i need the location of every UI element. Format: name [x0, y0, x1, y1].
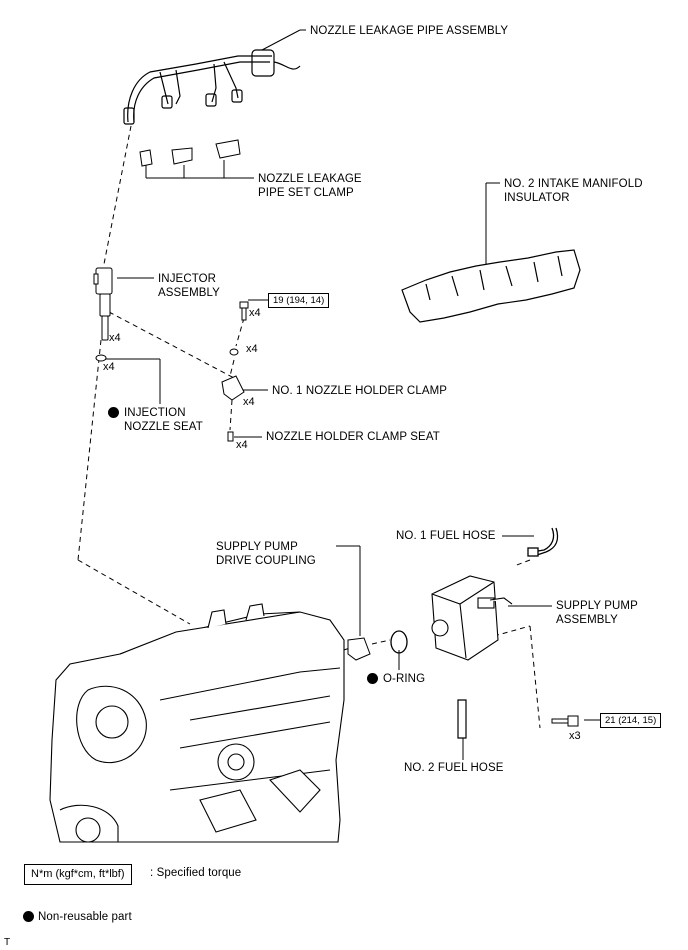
- supply-pump-assembly: [431, 575, 513, 661]
- intake-manifold-insulator: [401, 249, 581, 323]
- legend-non-reusable-mark: [23, 911, 34, 922]
- torque-clamp-bolt: 19 (194, 14): [268, 293, 330, 308]
- label-o-ring: O-RING: [383, 673, 426, 685]
- non-reusable-mark-nozzle-seat: [108, 407, 119, 418]
- legend-torque-desc: : Specified torque: [150, 867, 242, 879]
- label-drive-coupling-line1: SUPPLY PUMP: [216, 541, 298, 553]
- qty-clamp: x4: [243, 396, 255, 408]
- torque-pump-bolt: 21 (214, 15): [600, 713, 662, 728]
- label-intake-insulator-line2: INSULATOR: [504, 192, 570, 204]
- qty-bolt: x4: [249, 307, 261, 319]
- legend-torque-box: N*m (kgf*cm, ft*lbf): [24, 864, 132, 885]
- clamp-bolt: [239, 301, 249, 321]
- pump-bolt: [551, 715, 579, 727]
- label-nozzle-leakage-pipe-assembly: NOZZLE LEAKAGE PIPE ASSEMBLY: [310, 25, 509, 37]
- engine-block: [49, 603, 345, 843]
- label-intake-insulator-line1: NO. 2 INTAKE MANIFOLD: [504, 178, 643, 190]
- fuel-hose-1: [527, 527, 559, 557]
- nozzle-leakage-pipe-assembly: [123, 49, 301, 125]
- non-reusable-mark-o-ring: [367, 673, 378, 684]
- label-fuel-hose-2: NO. 2 FUEL HOSE: [404, 762, 504, 774]
- washer: [229, 348, 239, 356]
- qty-washer: x4: [246, 343, 258, 355]
- label-supply-pump-line2: ASSEMBLY: [556, 614, 618, 626]
- injector-assembly: [93, 267, 113, 341]
- label-injector-line1: INJECTOR: [158, 273, 217, 285]
- label-nozzle-seat-line2: NOZZLE SEAT: [124, 421, 203, 433]
- pipe-set-clamps: [139, 139, 241, 167]
- legend-non-reusable-label: Non-reusable part: [38, 911, 132, 923]
- qty-pump-bolt: x3: [569, 730, 581, 742]
- qty-clamp-seat: x4: [236, 439, 248, 451]
- label-supply-pump-line1: SUPPLY PUMP: [556, 600, 638, 612]
- footer-mark: T: [4, 937, 11, 948]
- o-ring-part: [390, 630, 408, 654]
- supply-pump-drive-coupling: [347, 637, 371, 661]
- nozzle-holder-clamp-seat-part: [227, 431, 234, 442]
- label-nozzle-seat-line1: INJECTION: [124, 407, 186, 419]
- label-fuel-hose-1: NO. 1 FUEL HOSE: [396, 530, 496, 542]
- label-drive-coupling-line2: DRIVE COUPLING: [216, 555, 316, 567]
- label-pipe-set-clamp-line1: NOZZLE LEAKAGE: [258, 173, 362, 185]
- label-nozzle-holder-clamp-seat: NOZZLE HOLDER CLAMP SEAT: [266, 431, 440, 443]
- qty-injector: x4: [109, 332, 121, 344]
- injection-nozzle-seat: [95, 354, 107, 362]
- label-pipe-set-clamp-line2: PIPE SET CLAMP: [258, 187, 354, 199]
- label-nozzle-holder-clamp: NO. 1 NOZZLE HOLDER CLAMP: [272, 385, 448, 397]
- nozzle-holder-clamp-part: [221, 375, 245, 401]
- label-injector-line2: ASSEMBLY: [158, 287, 220, 299]
- fuel-hose-2: [457, 699, 467, 739]
- qty-nozzle-seat: x4: [103, 361, 115, 373]
